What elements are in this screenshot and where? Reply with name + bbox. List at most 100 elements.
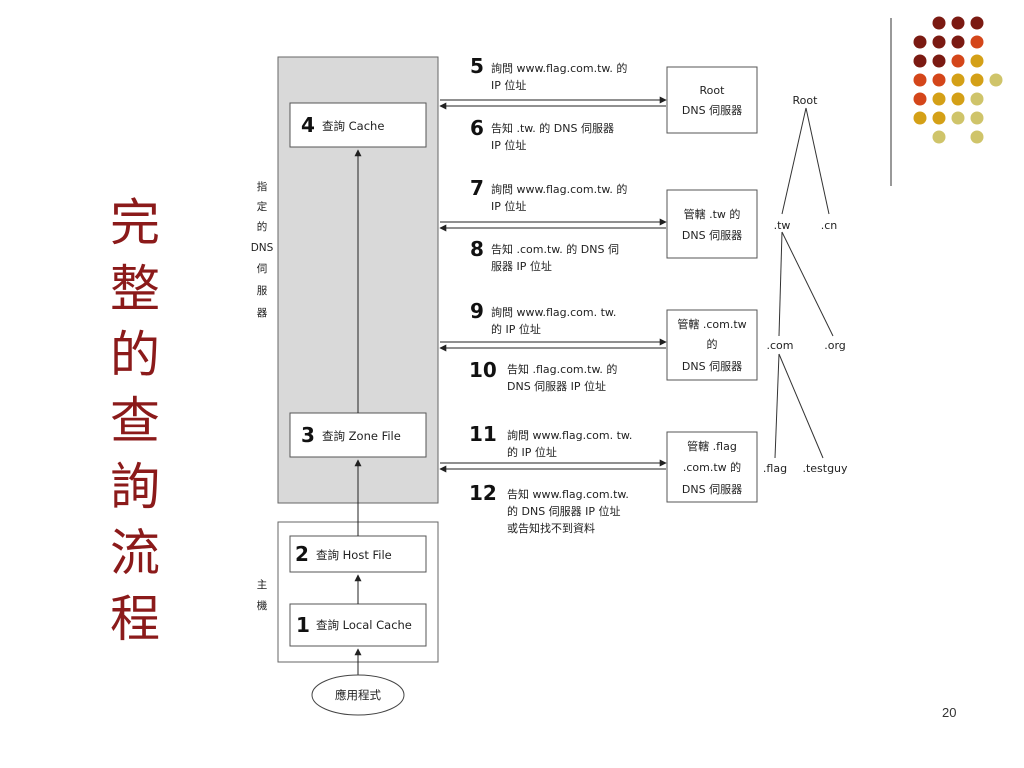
message-line: 服器 IP 位址: [491, 259, 552, 273]
decorative-dot: [951, 16, 965, 30]
message-line: 詢問 www.flag.com.tw. 的: [491, 182, 627, 196]
tree-node-flag: .flag: [763, 462, 787, 475]
decorative-dot: [932, 35, 946, 49]
decorative-dots: [913, 16, 1003, 144]
side-char: 的: [257, 220, 268, 233]
server-line: DNS 伺服器: [682, 229, 742, 242]
decorative-dot: [970, 130, 984, 144]
message-line: IP 位址: [491, 138, 526, 152]
application-label: 應用程式: [335, 688, 381, 702]
tw-dns-server-box: 管轄 .tw 的 DNS 伺服器: [666, 189, 758, 259]
decorative-dot: [913, 92, 927, 106]
side-char: 定: [257, 200, 268, 213]
decorative-dot: [932, 16, 946, 30]
server-line: DNS 伺服器: [682, 483, 742, 496]
step-text: 查詢 Zone File: [322, 429, 401, 443]
decorative-dot: [932, 111, 946, 125]
message-line: 的 IP 位址: [491, 322, 541, 336]
decorative-dot: [970, 111, 984, 125]
server-line: DNS 伺服器: [682, 360, 742, 373]
tree-node-testguy: .testguy: [802, 462, 848, 475]
decorative-dot: [951, 92, 965, 106]
step-text: 查詢 Host File: [316, 548, 392, 562]
step-text: 查詢 Local Cache: [316, 618, 412, 632]
server-line: 管轄 .com.tw: [677, 317, 746, 331]
side-char: 機: [257, 599, 268, 612]
root-dns-server-box: Root DNS 伺服器: [666, 66, 758, 134]
step-1-box: 1 查詢 Local Cache: [289, 603, 427, 647]
message-12: 12 告知 www.flag.com.tw. 的 DNS 伺服器 IP 位址 或…: [469, 481, 629, 535]
server-line: 的: [707, 337, 718, 351]
decorative-dot: [970, 35, 984, 49]
host-side-label: 主 機: [257, 579, 268, 612]
message-number: 6: [470, 116, 484, 140]
decorative-dot: [951, 73, 965, 87]
message-8: 8 告知 .com.tw. 的 DNS 伺 服器 IP 位址: [470, 237, 619, 273]
message-line: 告知 .tw. 的 DNS 伺服器: [491, 121, 614, 135]
side-char: 指: [257, 180, 268, 193]
message-line: 或告知找不到資料: [507, 521, 595, 535]
message-number: 7: [470, 176, 484, 200]
decorative-dot: [913, 35, 927, 49]
decorative-dot: [913, 73, 927, 87]
page-number: 20: [942, 705, 957, 720]
message-6: 6 告知 .tw. 的 DNS 伺服器 IP 位址: [470, 116, 614, 152]
tree-node-org: .org: [824, 339, 846, 352]
decorative-dot: [932, 73, 946, 87]
step-3-box: 3 查詢 Zone File: [289, 412, 427, 458]
message-11: 11 詢問 www.flag.com. tw. 的 IP 位址: [469, 422, 632, 459]
server-line: .com.tw 的: [683, 460, 741, 474]
step-number: 3: [301, 423, 315, 447]
message-5: 5 詢問 www.flag.com.tw. 的 IP 位址: [470, 54, 627, 92]
decorative-dot: [951, 111, 965, 125]
decorative-dot: [951, 35, 965, 49]
message-number: 11: [469, 422, 497, 446]
tree-node-root: Root: [793, 94, 819, 107]
message-7: 7 詢問 www.flag.com.tw. 的 IP 位址: [470, 176, 627, 213]
message-number: 8: [470, 237, 484, 261]
tree-node-tw: .tw: [774, 219, 791, 232]
side-char: 伺: [257, 262, 268, 275]
decorative-dot: [970, 54, 984, 68]
decorative-dot: [970, 16, 984, 30]
side-char: 服: [257, 285, 268, 297]
message-line: 詢問 www.flag.com. tw.: [491, 305, 616, 319]
message-line: 詢問 www.flag.com. tw.: [507, 428, 632, 442]
side-char: 器: [257, 307, 268, 319]
message-line: IP 位址: [491, 78, 526, 92]
message-line: IP 位址: [491, 199, 526, 213]
message-line: 的 DNS 伺服器 IP 位址: [507, 504, 621, 518]
step-number: 2: [295, 542, 309, 566]
message-line: 的 IP 位址: [507, 445, 557, 459]
step-number: 4: [301, 113, 315, 137]
decorative-dot: [913, 111, 927, 125]
horizontal-arrows: [439, 96, 667, 473]
decorative-dot: [970, 92, 984, 106]
application-node: 應用程式: [311, 674, 405, 716]
message-number: 5: [470, 54, 484, 78]
message-line: 告知 www.flag.com.tw.: [507, 487, 629, 501]
decorative-dot: [932, 54, 946, 68]
step-text: 查詢 Cache: [322, 119, 384, 133]
message-9: 9 詢問 www.flag.com. tw. 的 IP 位址: [470, 299, 616, 336]
decorative-dot: [913, 54, 927, 68]
message-line: 告知 .flag.com.tw. 的: [507, 362, 617, 376]
message-number: 12: [469, 481, 497, 505]
tree-node-cn: .cn: [821, 219, 838, 232]
flag-dns-server-box: 管轄 .flag .com.tw 的 DNS 伺服器: [666, 431, 758, 503]
decorative-dot: [932, 92, 946, 106]
side-char: DNS: [251, 242, 274, 254]
slide-title: 完 整 的 查 詢 流 程: [110, 194, 160, 648]
server-line: Root: [700, 84, 726, 97]
message-line: 詢問 www.flag.com.tw. 的: [491, 61, 627, 75]
decorative-dot: [989, 73, 1003, 87]
message-line: DNS 伺服器 IP 位址: [507, 379, 606, 393]
domain-tree: Root .tw .cn .com .org .flag .testguy: [763, 94, 848, 475]
server-line: DNS 伺服器: [682, 104, 742, 117]
dns-server-side-label: 指 定 的 DNS 伺 服 器: [251, 180, 274, 319]
message-number: 9: [470, 299, 484, 323]
server-line: 管轄 .flag: [687, 439, 737, 453]
tree-edges: [774, 107, 834, 459]
server-line: 管轄 .tw 的: [684, 207, 741, 221]
step-4-box: 4 查詢 Cache: [289, 102, 427, 148]
